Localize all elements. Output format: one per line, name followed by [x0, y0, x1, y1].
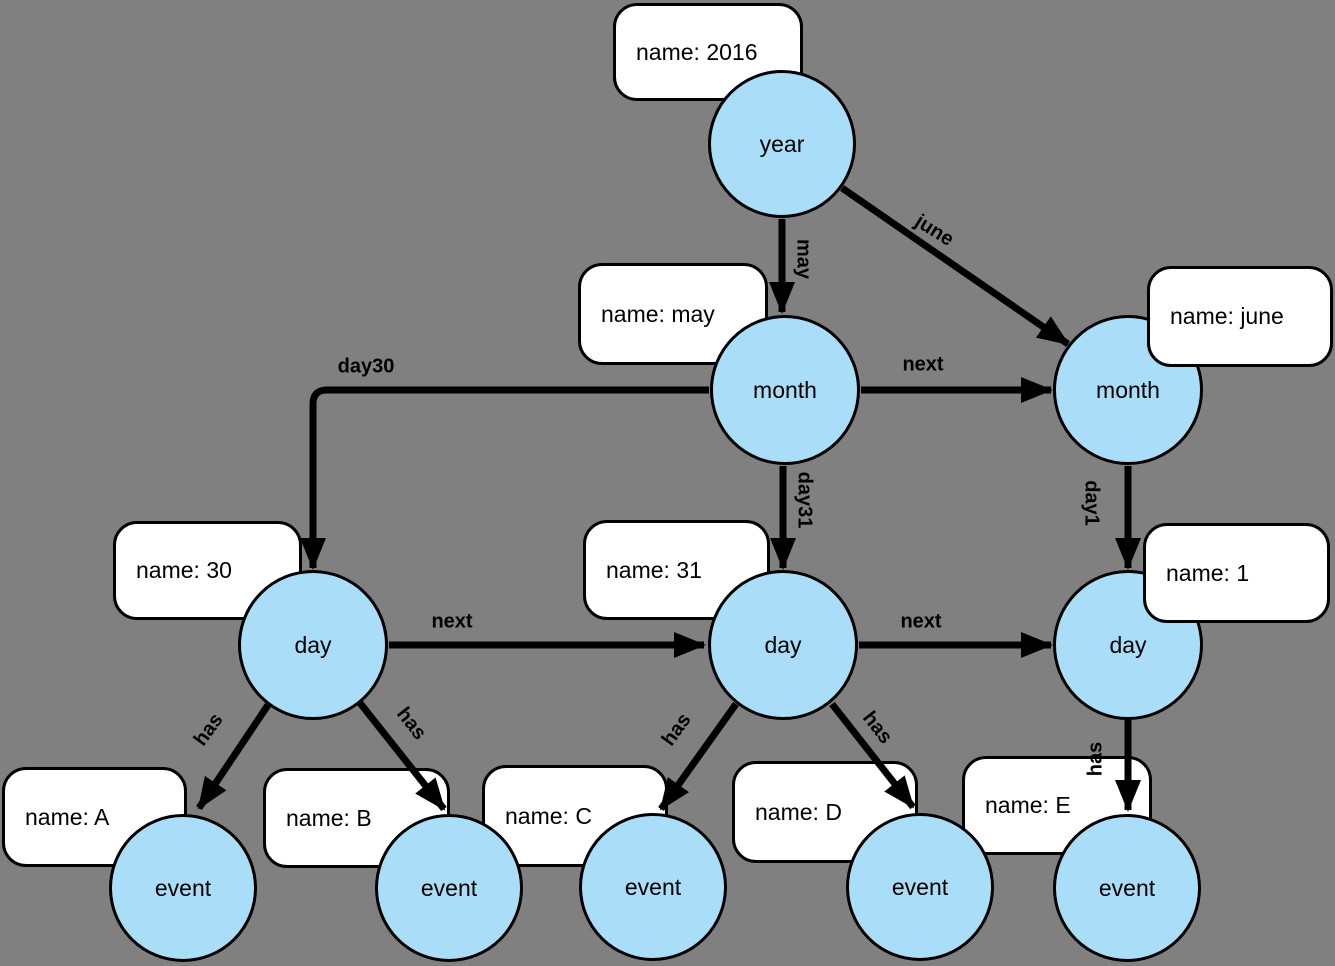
node-label: month	[753, 376, 817, 403]
node-event-d: event	[846, 813, 994, 961]
property-text: name: 30	[136, 557, 232, 583]
node-event-e: event	[1053, 814, 1201, 962]
property-text: name: B	[286, 804, 372, 831]
property-text: name: D	[755, 798, 842, 825]
property-text: name: A	[25, 803, 110, 830]
node-label: event	[891, 873, 949, 900]
node-label: event	[154, 874, 212, 901]
node-label: event	[624, 873, 682, 900]
node-year: year	[708, 70, 856, 218]
edge-label-month-may-to-day30: day30	[337, 355, 395, 378]
edge-day30-has-event-a	[196, 703, 271, 810]
property-text: name: C	[505, 802, 592, 829]
property-box-prop-year: name: 2016	[613, 3, 803, 101]
property-box-prop-month-june: name: june	[1147, 266, 1333, 367]
node-day-30: day	[238, 570, 388, 720]
node-label: day	[294, 631, 332, 658]
edge-label-month-may-next: next	[902, 353, 944, 376]
edge-label-day30-next: next	[431, 610, 473, 633]
edge-label-month-may-to-day31: day31	[793, 471, 816, 529]
property-text: name: 2016	[636, 38, 758, 65]
edge-label-day1-has-event-e: has	[1084, 741, 1107, 777]
node-event-c: event	[579, 813, 727, 961]
edge-day31-has-event-d	[829, 701, 916, 810]
edge-day30-has-event-b	[357, 700, 447, 812]
node-label: day	[764, 631, 802, 658]
node-event-b: event	[375, 814, 523, 962]
property-text: name: 1	[1166, 559, 1250, 586]
node-label: year	[759, 130, 805, 157]
node-label: month	[1096, 376, 1160, 403]
edge-label-month-june-to-day1: day1	[1080, 480, 1103, 526]
node-month-may: month	[710, 315, 860, 465]
node-event-a: event	[109, 814, 257, 962]
node-label: day	[1109, 631, 1147, 658]
edge-label-day31-next: next	[900, 610, 942, 633]
edge-label-year-to-month-may: may	[792, 238, 815, 280]
property-text: name: june	[1170, 303, 1284, 329]
property-text: name: may	[601, 300, 715, 327]
node-day-1: day	[1053, 570, 1203, 720]
node-label: event	[420, 874, 478, 901]
property-text: name: E	[985, 792, 1071, 818]
edge-day31-has-event-c	[658, 701, 739, 812]
property-box-prop-day-1: name: 1	[1143, 523, 1330, 623]
node-label: event	[1098, 874, 1156, 901]
edge-month-may-to-day30	[300, 386, 709, 570]
property-text: name: 31	[606, 556, 702, 583]
node-day-31: day	[708, 570, 858, 720]
edge-year-to-month-june	[840, 185, 1070, 347]
